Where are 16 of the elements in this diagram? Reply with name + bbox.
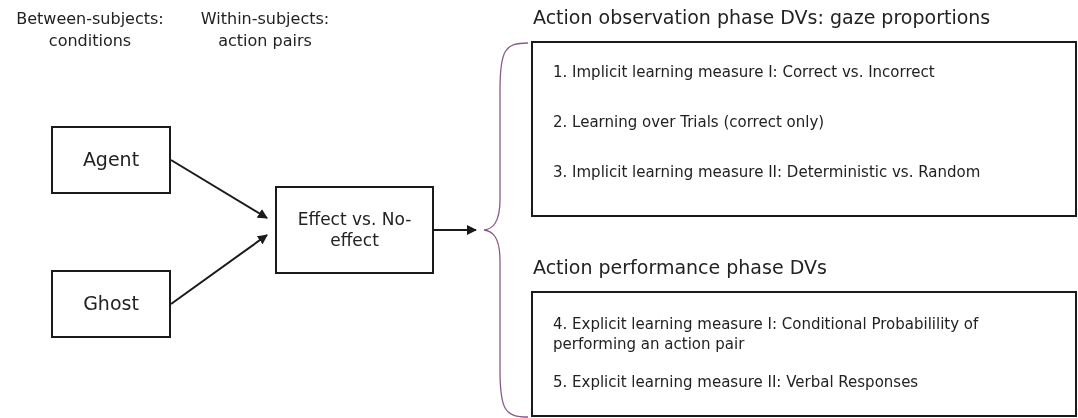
column-heading: Within-subjects: action pairs — [199, 8, 331, 52]
curly-brace — [482, 42, 530, 418]
phase-heading: Action performance phase DVs — [533, 256, 827, 278]
column-heading: Between-subjects: conditions — [15, 8, 165, 52]
condition-box: Effect vs. No-effect — [275, 186, 434, 274]
condition-box: Agent — [51, 126, 171, 194]
arrow — [170, 234, 268, 305]
measure-text: 3. Implicit learning measure II: Deterministic vs. Random — [553, 163, 982, 183]
measure-text: 2. Learning over Trials (correct only) — [553, 113, 826, 133]
measure-text: 4. Explicit learning measure I: Conditional Probabilility of performing an action pair — [553, 315, 980, 354]
measure-text: 1. Implicit learning measure I: Correct vs. Incorrect — [553, 63, 936, 83]
phase-heading: Action observation phase DVs: gaze proportions — [533, 6, 991, 28]
condition-box: Ghost — [51, 270, 171, 338]
measure-text: 5. Explicit learning measure II: Verbal Responses — [553, 373, 920, 393]
arrow — [170, 159, 268, 219]
arrow — [433, 225, 477, 235]
